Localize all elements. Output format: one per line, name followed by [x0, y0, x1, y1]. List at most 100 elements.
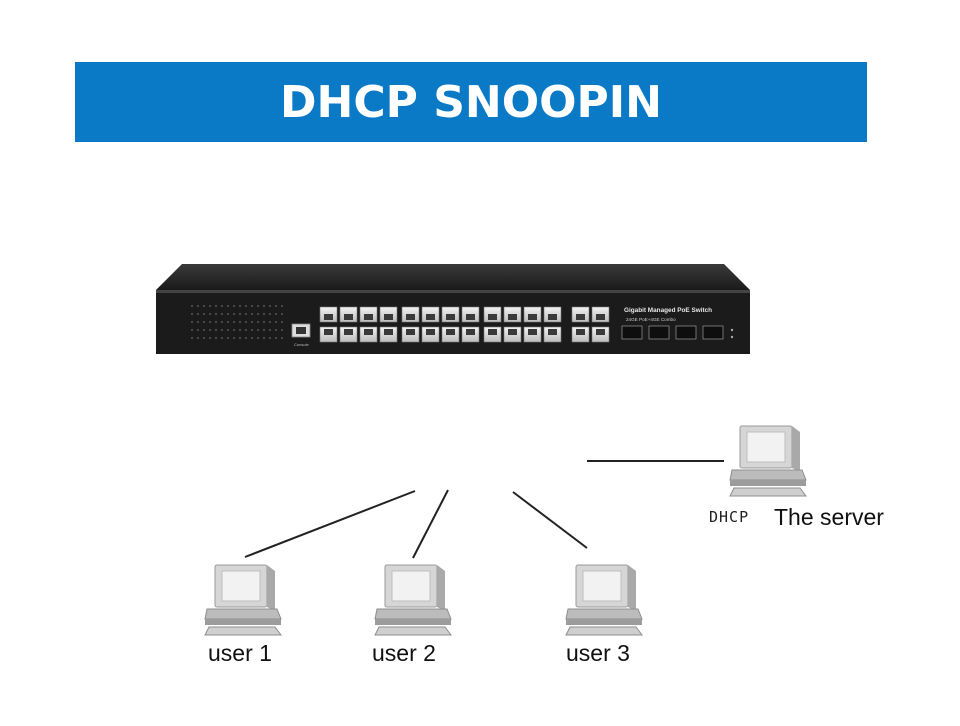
status-led [215, 305, 217, 307]
status-led [269, 321, 271, 323]
status-led [203, 337, 205, 339]
status-led [221, 313, 223, 315]
switch-model-label: Gigabit Managed PoE Switch [624, 307, 712, 314]
status-led [239, 329, 241, 331]
led-matrix [191, 305, 283, 339]
status-led [197, 321, 199, 323]
status-led [239, 337, 241, 339]
status-led [221, 321, 223, 323]
status-led [281, 337, 283, 339]
user3-link-line [512, 491, 588, 549]
status-led [251, 329, 253, 331]
network-switch: Console Gigabit Managed PoE Switch 24GE … [156, 264, 750, 354]
status-led [215, 337, 217, 339]
status-led [191, 305, 193, 307]
status-led [215, 313, 217, 315]
rj45-port-block [319, 306, 610, 343]
status-led [281, 321, 283, 323]
user2-link-line [412, 489, 449, 559]
status-led [233, 329, 235, 331]
status-led [209, 329, 211, 331]
status-led [245, 305, 247, 307]
status-led [251, 305, 253, 307]
status-led [251, 321, 253, 323]
status-led [275, 305, 277, 307]
status-led [269, 305, 271, 307]
status-led [191, 337, 193, 339]
status-led [227, 321, 229, 323]
user3-computer-icon [565, 564, 643, 636]
status-led [191, 321, 193, 323]
status-led [197, 337, 199, 339]
status-led [269, 329, 271, 331]
status-led [245, 313, 247, 315]
server-computer-icon [729, 425, 807, 497]
console-label: Console [294, 342, 309, 347]
status-led [233, 313, 235, 315]
status-led [197, 305, 199, 307]
status-led [257, 313, 259, 315]
sfp-port [675, 325, 697, 340]
status-led [257, 329, 259, 331]
status-led [215, 321, 217, 323]
sfp-port [621, 325, 643, 340]
status-led [281, 305, 283, 307]
status-led [203, 321, 205, 323]
sfp-port [648, 325, 670, 340]
status-led [197, 329, 199, 331]
status-led [221, 337, 223, 339]
status-led [227, 305, 229, 307]
status-led [257, 337, 259, 339]
status-led [215, 329, 217, 331]
status-led [263, 305, 265, 307]
status-led [239, 321, 241, 323]
status-led [191, 313, 193, 315]
status-led [263, 313, 265, 315]
status-led [203, 313, 205, 315]
sfp-port-block [621, 325, 724, 340]
user1-computer-icon [204, 564, 282, 636]
status-led [197, 313, 199, 315]
status-led [209, 337, 211, 339]
status-led [251, 313, 253, 315]
status-led [203, 305, 205, 307]
status-led [263, 329, 265, 331]
status-led [245, 337, 247, 339]
status-led [209, 321, 211, 323]
status-led [275, 329, 277, 331]
status-led [233, 321, 235, 323]
status-led [233, 337, 235, 339]
status-led [209, 313, 211, 315]
status-led [263, 337, 265, 339]
status-led [227, 329, 229, 331]
status-led [257, 305, 259, 307]
user3-label: user 3 [566, 640, 630, 666]
status-led [239, 313, 241, 315]
status-led [245, 321, 247, 323]
switch-top-face [156, 264, 750, 290]
status-led [221, 305, 223, 307]
server-dhcp-prefix: DHCP [709, 508, 750, 526]
status-led [275, 321, 277, 323]
status-led [221, 329, 223, 331]
status-led [233, 305, 235, 307]
user2-label: user 2 [372, 640, 436, 666]
status-led [269, 313, 271, 315]
status-led [209, 305, 211, 307]
status-led [263, 321, 265, 323]
status-led [227, 313, 229, 315]
status-led [251, 337, 253, 339]
switch-model-sublabel: 24GE PoE+4GE Combo [626, 317, 676, 322]
status-led [191, 329, 193, 331]
status-led [203, 329, 205, 331]
status-led [245, 329, 247, 331]
user2-computer-icon [374, 564, 452, 636]
status-led [275, 313, 277, 315]
server-label: The server [774, 504, 884, 530]
user1-label: user 1 [208, 640, 272, 666]
status-led [281, 313, 283, 315]
title-banner: DHCP SNOOPIN [75, 62, 867, 142]
user1-link-line [244, 490, 416, 558]
status-led [239, 305, 241, 307]
